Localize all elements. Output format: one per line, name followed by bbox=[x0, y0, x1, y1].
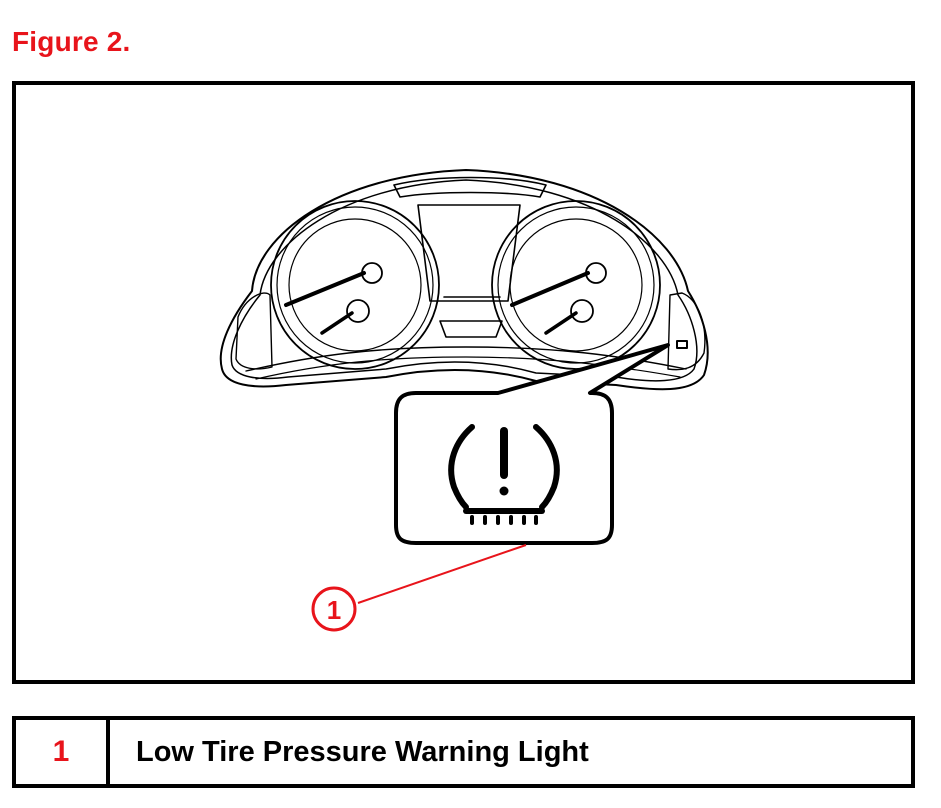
legend-label: Low Tire Pressure Warning Light bbox=[136, 735, 589, 768]
tire-pressure-warning-icon bbox=[448, 424, 560, 525]
diagram-frame: 1 bbox=[12, 81, 915, 684]
callout-number: 1 bbox=[327, 595, 341, 625]
callout-marker: 1 bbox=[311, 544, 527, 632]
legend-number: 1 bbox=[16, 720, 110, 784]
instrument-cluster-icon bbox=[219, 169, 709, 391]
warning-light-callout bbox=[394, 343, 670, 545]
diagram-drawing: 1 bbox=[219, 169, 709, 632]
legend-table: 1 Low Tire Pressure Warning Light bbox=[12, 716, 915, 788]
figure-title: Figure 2. bbox=[12, 26, 131, 57]
